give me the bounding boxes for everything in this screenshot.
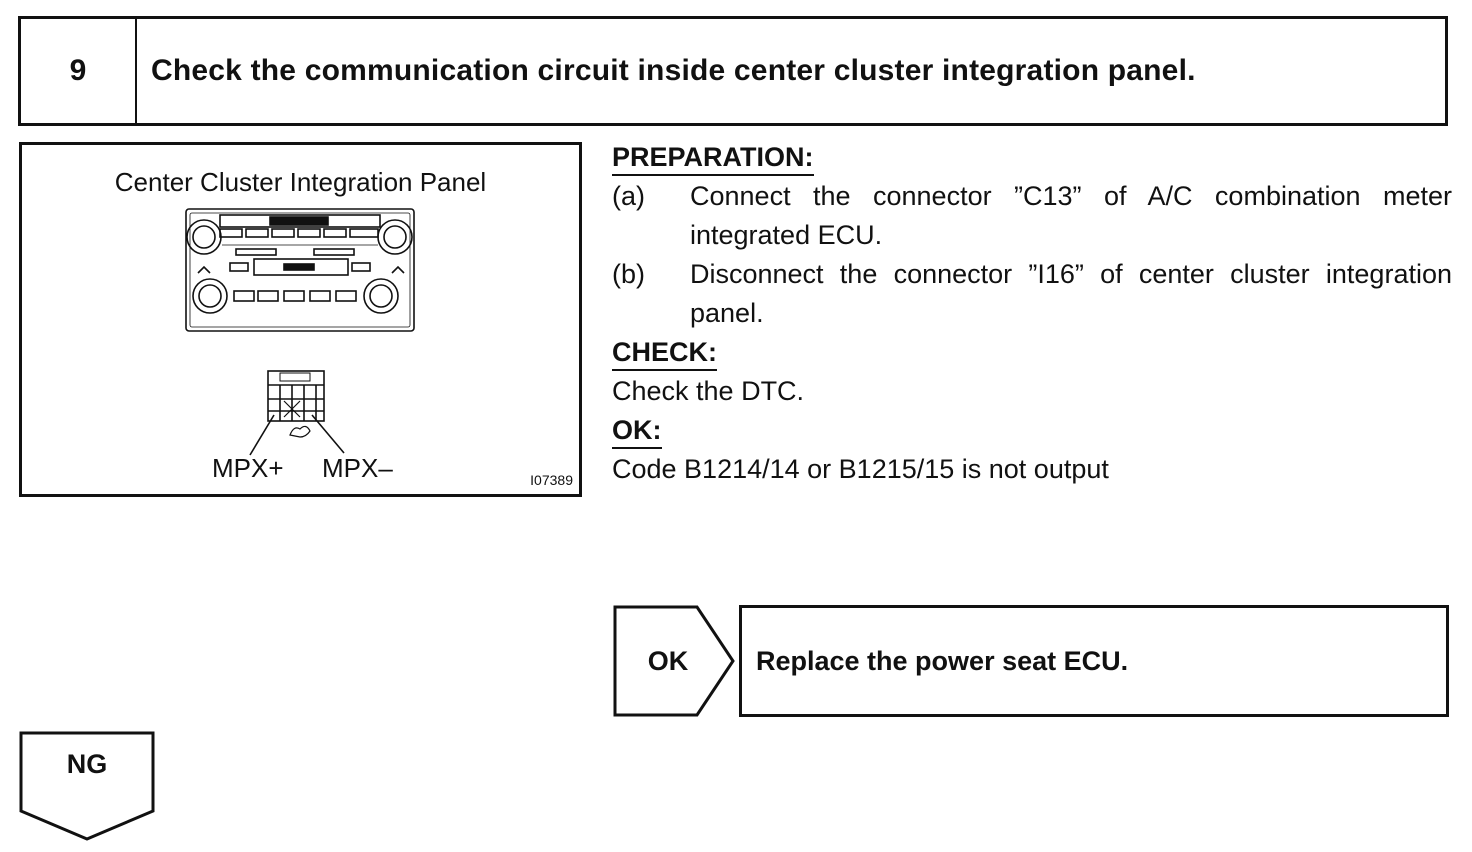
procedure-text: PREPARATION: (a) Connect the connector ”…	[612, 138, 1452, 489]
ok-result-box: Replace the power seat ECU.	[739, 605, 1449, 717]
panel-illustration	[185, 208, 415, 456]
ok-text: Code B1214/14 or B1215/15 is not output	[612, 454, 1109, 484]
ng-branch-arrow: NG	[19, 731, 157, 843]
figure-caption: Center Cluster Integration Panel	[114, 167, 487, 197]
ok-branch-label: OK	[647, 645, 689, 676]
ok-branch-arrow: OK	[613, 605, 737, 717]
label-mpx-minus: MPX–	[322, 453, 393, 483]
ng-arrow-shape	[19, 731, 155, 841]
preparation-item-a: (a) Connect the connector ”C13” of A/C c…	[612, 177, 1452, 255]
label-mpx-plus: MPX+	[212, 453, 284, 483]
preparation-item-b: (b) Disconnect the connector ”I16” of ce…	[612, 255, 1452, 333]
ok-heading: OK:	[612, 413, 662, 449]
check-heading: CHECK:	[612, 335, 717, 371]
step-header: 9 Check the communication circuit inside…	[18, 16, 1448, 126]
check-text: Check the DTC.	[612, 376, 805, 406]
item-text: Connect the connector ”C13” of A/C combi…	[690, 181, 1452, 250]
preparation-heading: PREPARATION:	[612, 140, 814, 176]
item-text: Disconnect the connector ”I16” of center…	[690, 259, 1452, 328]
step-title: Check the communication circuit inside c…	[151, 54, 1196, 87]
panel-figure: Center Cluster Integration Panel MPX+ MP…	[19, 142, 582, 497]
item-key: (b)	[612, 259, 645, 289]
step-number: 9	[21, 19, 137, 123]
ok-result-text: Replace the power seat ECU.	[756, 645, 1129, 676]
ok-arrow-shape	[613, 605, 735, 717]
figure-code: I07389	[530, 472, 573, 488]
ng-branch-label: NG	[66, 749, 108, 779]
item-key: (a)	[612, 181, 645, 211]
